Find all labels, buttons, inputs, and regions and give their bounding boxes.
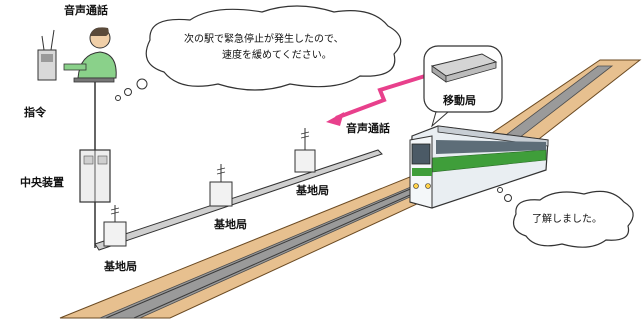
central-unit-cabinet	[79, 149, 111, 203]
base-station-left	[103, 205, 127, 247]
command-label: 指令	[24, 105, 47, 119]
dispatcher-figure	[37, 27, 117, 83]
dispatcher-message-line-1: 次の駅で緊急停止が発生したので、	[184, 32, 344, 45]
voice-call-top-label: 音声通話	[64, 3, 108, 17]
driver-speech-bubble	[497, 187, 634, 248]
mobile-station-label: 移動局	[443, 93, 476, 107]
base-station-right-label: 基地局	[295, 183, 329, 197]
railway-track	[59, 59, 642, 319]
voice-call-link-label: 音声通話	[346, 121, 390, 135]
mobile-station-device	[423, 45, 503, 128]
base-station-left-label: 基地局	[103, 259, 137, 273]
base-station-middle	[209, 164, 233, 207]
dispatcher-speech-bubble	[115, 5, 402, 101]
communication-cable	[94, 78, 383, 251]
dispatcher-message-line-2: 速度を緩めてください。	[222, 48, 332, 61]
driver-message: 了解しました。	[532, 212, 602, 225]
central-unit-label: 中央装置	[20, 175, 64, 189]
base-station-right	[294, 128, 316, 173]
train	[409, 125, 549, 209]
base-station-middle-label: 基地局	[213, 217, 247, 231]
